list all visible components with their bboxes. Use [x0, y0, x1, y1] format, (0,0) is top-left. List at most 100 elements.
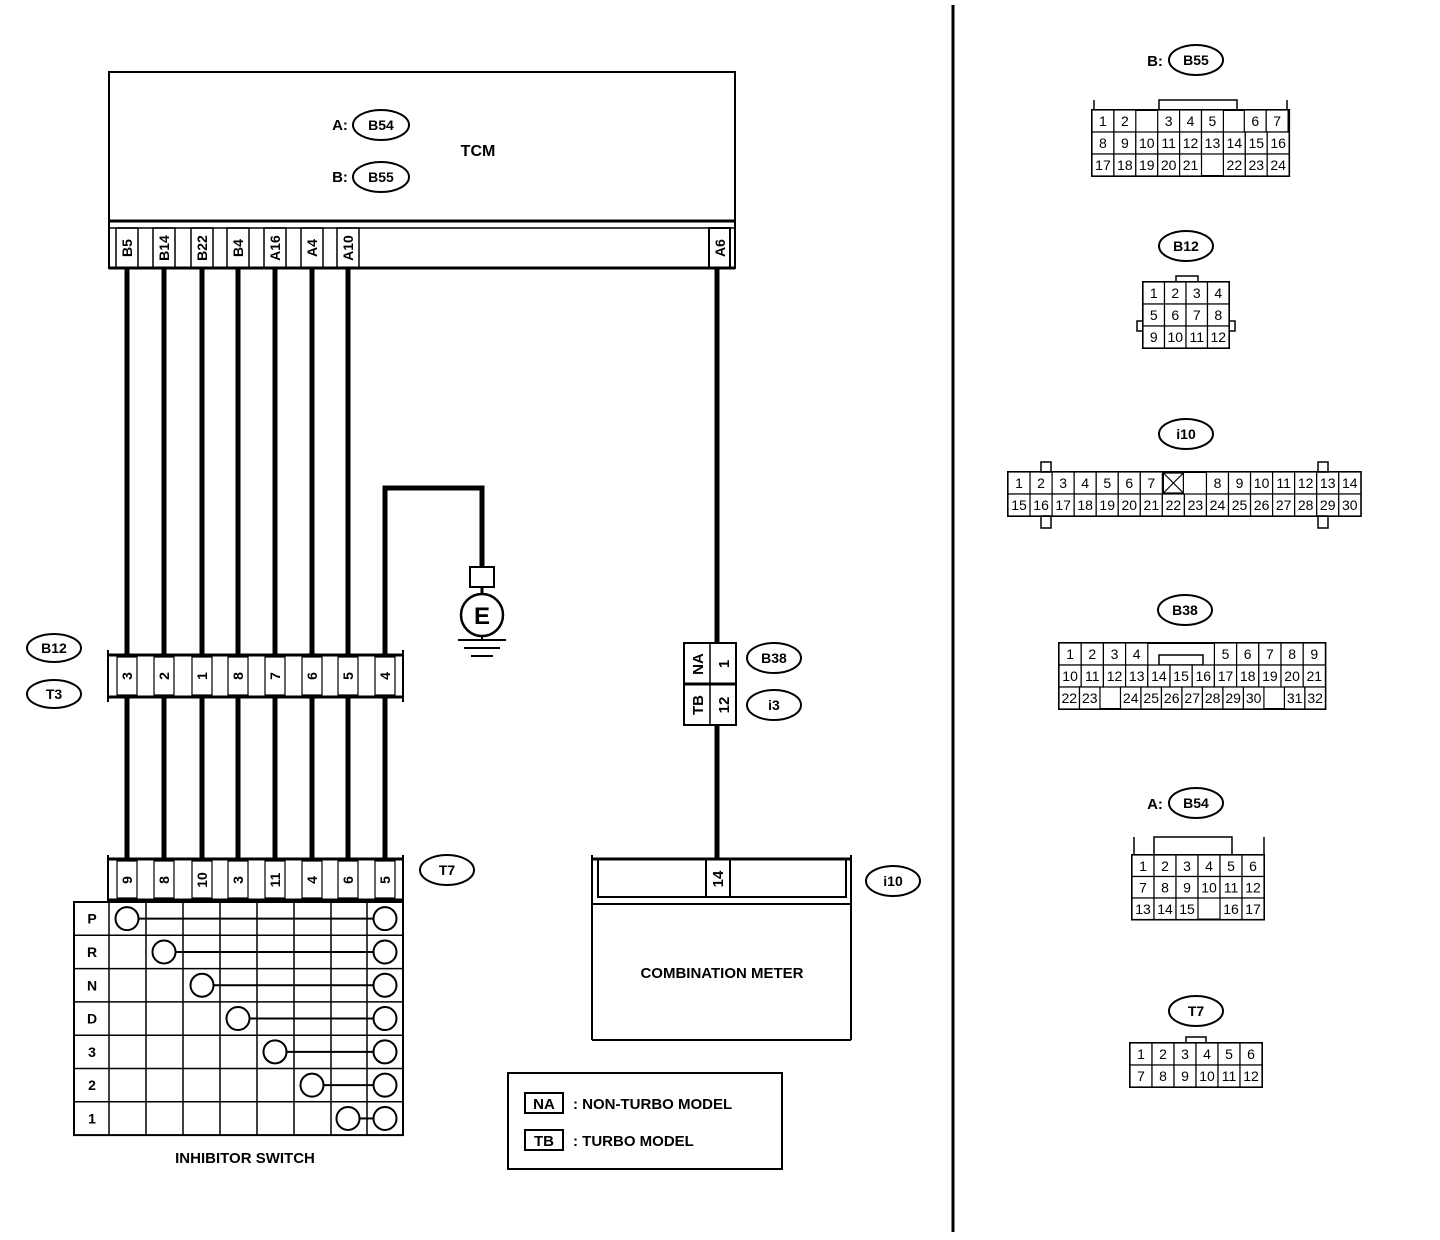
connector-pin-number: 9	[1181, 1068, 1189, 1084]
connector-pin-number: 22	[1166, 497, 1182, 513]
connector-pin-number: 21	[1183, 157, 1199, 173]
inhibitor-pin-label: 4	[304, 876, 320, 884]
inhibitor-position-label: D	[87, 1011, 97, 1027]
connector-pin-number: 20	[1161, 157, 1177, 173]
connector-pin-number: 19	[1262, 668, 1278, 684]
face-b38-code: B38	[1172, 602, 1198, 618]
connector-pin-number: 5	[1150, 307, 1158, 323]
connector-pin-number: 12	[1107, 668, 1123, 684]
connector-pin-number: 22	[1227, 157, 1243, 173]
connector-pin-number: 17	[1245, 901, 1261, 917]
legend-tb-box: TB	[534, 1133, 554, 1150]
connector-pin-number: 1	[1139, 858, 1147, 874]
connector-pin-number: 25	[1143, 690, 1159, 706]
mid-code-b12: B12	[41, 640, 67, 656]
connector-pin-number: 12	[1210, 329, 1226, 345]
mid-pin-label: 7	[267, 672, 283, 680]
connector-pin-number: 11	[1276, 475, 1291, 491]
inhibitor-pin-label: 3	[230, 876, 246, 884]
connector-pin-number: 1	[1066, 646, 1074, 662]
switch-contact	[372, 1039, 398, 1065]
connector-pin-number: 1	[1137, 1046, 1145, 1062]
inhibitor-position-label: R	[87, 944, 97, 960]
connector-pin-number: 2	[1088, 646, 1096, 662]
switch-contact	[372, 972, 398, 998]
connector-pin-number: 8	[1099, 135, 1107, 151]
connector-pin-number: 4	[1133, 646, 1141, 662]
connector-pin-number: 8	[1214, 307, 1222, 323]
tcm-pin-label: B4	[230, 239, 246, 257]
face-b55-code: B55	[1183, 52, 1209, 68]
connector-pin-number: 25	[1232, 497, 1248, 513]
connector-pin-number: 32	[1307, 690, 1323, 706]
connector-pin-number: 10	[1062, 668, 1078, 684]
tcm-pin-label: A4	[304, 239, 320, 257]
inhibitor-position-label: P	[87, 911, 96, 927]
inline-tb-pin: 12	[716, 697, 733, 714]
connector-pin-number: 10	[1201, 879, 1217, 895]
connector-pin-number: 23	[1248, 157, 1264, 173]
switch-contact	[225, 1006, 251, 1032]
connector-pin-number: 9	[1183, 879, 1191, 895]
connector-pin-number: 13	[1320, 475, 1336, 491]
mid-pin-label: 3	[119, 672, 135, 680]
connector-pin-number: 29	[1320, 497, 1336, 513]
connector-pin-number: 11	[1189, 329, 1204, 345]
connector-pin-number: 6	[1249, 858, 1257, 874]
connector-pin-number: 2	[1171, 285, 1179, 301]
connector-pin-number: 14	[1151, 668, 1167, 684]
switch-contact	[372, 939, 398, 965]
inline-na-pin: 1	[716, 660, 733, 668]
connector-pin-number: 1	[1150, 285, 1158, 301]
inhibitor-position-label: 2	[88, 1077, 96, 1093]
switch-contact	[372, 1006, 398, 1032]
connector-pin-number: 15	[1179, 901, 1195, 917]
mid-pin-label: 6	[304, 672, 320, 680]
connector-pin-number: 19	[1099, 497, 1115, 513]
connector-pin-number: 22	[1061, 690, 1077, 706]
switch-contact	[372, 1105, 398, 1131]
inhibitor-position-label: 1	[88, 1110, 96, 1126]
connector-pin-number: 3	[1165, 113, 1173, 129]
connector-pin-number: 30	[1342, 497, 1358, 513]
connector-pin-number: 6	[1244, 646, 1252, 662]
connector-pin-number: 11	[1085, 668, 1100, 684]
tcm-conn-a-code: B54	[368, 117, 394, 133]
connector-pin-number: 15	[1248, 135, 1264, 151]
switch-contact	[189, 972, 215, 998]
connector-pin-number: 8	[1161, 879, 1169, 895]
inhibitor-pin-label: 8	[156, 876, 172, 884]
connector-pin-number: 4	[1205, 858, 1213, 874]
tcm-conn-b-code: B55	[368, 169, 394, 185]
connector-pin-number: 8	[1159, 1068, 1167, 1084]
connector-pin-number: 17	[1218, 668, 1234, 684]
connector-pin-number: 9	[1150, 329, 1158, 345]
connector-pin-number: 15	[1011, 497, 1027, 513]
connector-pin-number: 20	[1121, 497, 1137, 513]
face-i10-code: i10	[1176, 426, 1196, 442]
connector-pin-number: 13	[1205, 135, 1221, 151]
connector-pin-number: 13	[1135, 901, 1151, 917]
connector-pin-number: 12	[1183, 135, 1199, 151]
connector-pin-number: 30	[1246, 690, 1262, 706]
connector-pin-number: 5	[1103, 475, 1111, 491]
switch-contact	[114, 906, 140, 932]
connector-pin-number: 24	[1210, 497, 1226, 513]
connector-pin-number: 7	[1266, 646, 1274, 662]
tcm-pin-label: A16	[267, 235, 283, 261]
inhibitor-pin-label: 9	[119, 876, 135, 884]
connector-pin-number: 3	[1183, 858, 1191, 874]
meter-label: COMBINATION METER	[640, 965, 803, 982]
wires-lower	[124, 697, 388, 859]
inhibitor-pin-label: 10	[194, 872, 210, 888]
connector-pin-number: 2	[1037, 475, 1045, 491]
connector-pin-number: 21	[1307, 668, 1323, 684]
inhibitor-pin-label: 6	[340, 876, 356, 884]
face-b54-code: B54	[1183, 795, 1209, 811]
